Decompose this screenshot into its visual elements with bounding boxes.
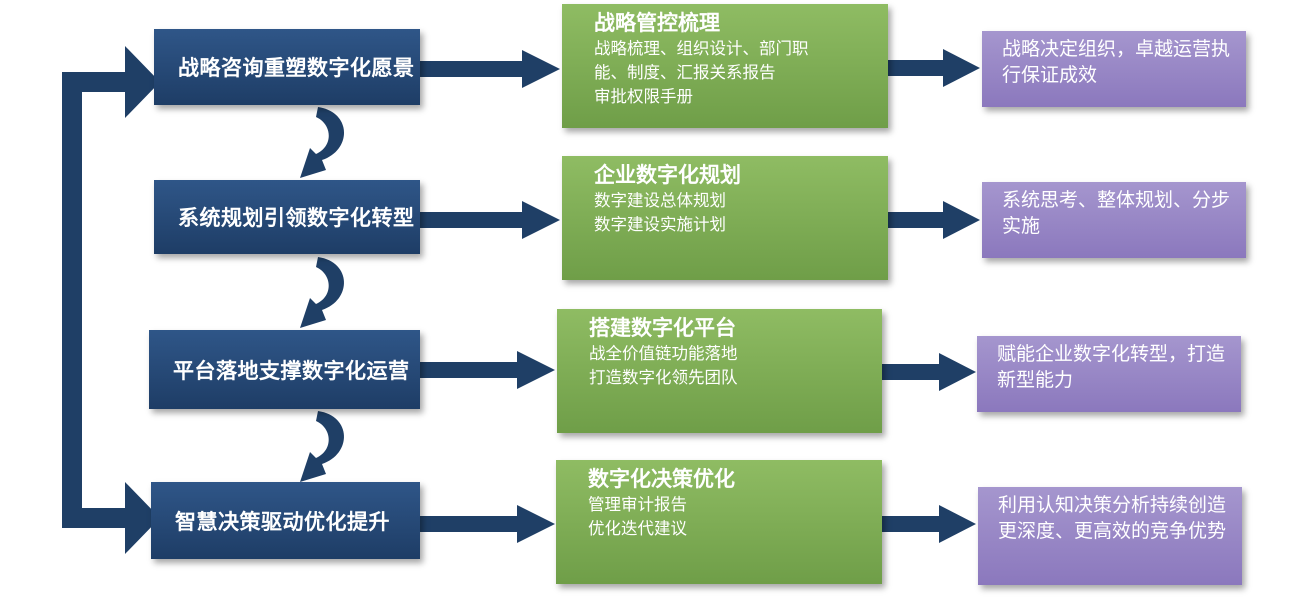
outcome-box-1: 战略决定组织，卓越运营执行保证成效 [982,31,1246,107]
stage-box-4: 智慧决策驱动优化提升 [151,482,420,559]
loop-arrow-into-stage-4 [125,482,160,554]
arrow-detail-3-to-outcome-head [939,353,976,391]
curved-arrow-stage-2-to-3 [300,257,345,328]
detail-line: 战略梳理、组织设计、部门职 [594,39,809,59]
arrow-stage-1-to-detail-shaft [420,61,525,77]
arrow-detail-1-to-outcome-shaft [888,60,946,76]
arrow-detail-2-to-outcome-head [943,201,980,239]
stage-label: 系统规划引领数字化转型 [178,205,415,230]
detail-line: 优化迭代建议 [588,518,687,538]
detail-line: 数字建设总体规划 [594,191,726,211]
outcome-text: 战略决定组织，卓越运营执行保证成效 [1002,38,1231,86]
feedback-loop-bottom-arm [62,508,128,528]
detail-box-3: 搭建数字化平台 战全价值链功能落地 打造数字化领先团队 [557,309,882,433]
detail-line: 战全价值链功能落地 [589,344,738,364]
arrow-stage-3-to-detail-shaft [420,362,520,378]
detail-box-1: 战略管控梳理 战略梳理、组织设计、部门职 能、制度、汇报关系报告 审批权限手册 [562,4,888,128]
detail-line: 管理审计报告 [588,495,687,515]
detail-line: 能、制度、汇报关系报告 [594,62,776,82]
stage-label: 平台落地支撑数字化运营 [173,357,410,383]
detail-line: 数字建设实施计划 [594,214,726,234]
stage-label: 智慧决策驱动优化提升 [175,508,390,534]
stage-box-3: 平台落地支撑数字化运营 [149,330,420,409]
arrow-detail-2-to-outcome-shaft [888,212,946,228]
arrow-detail-3-to-outcome-shaft [882,364,942,380]
arrow-detail-4-to-outcome-head [939,505,976,543]
detail-title: 战略管控梳理 [594,10,720,35]
arrow-stage-3-to-detail-head [517,351,555,389]
arrow-stage-4-to-detail-shaft [420,516,520,532]
arrow-stage-1-to-detail-head [522,50,560,88]
detail-line: 打造数字化领先团队 [589,367,738,387]
feedback-loop-top-arm [62,72,128,92]
detail-title: 企业数字化规划 [594,162,741,187]
stage-label: 战略咨询重塑数字化愿景 [178,55,415,80]
detail-line: 审批权限手册 [594,86,693,106]
outcome-box-4: 利用认知决策分析持续创造更深度、更高效的竞争优势 [978,487,1242,585]
curved-arrow-stage-1-to-2 [300,107,345,178]
outcome-text: 赋能企业数字化转型，打造新型能力 [997,343,1226,391]
outcome-box-3: 赋能企业数字化转型，打造新型能力 [977,336,1241,412]
detail-box-4: 数字化决策优化 管理审计报告 优化迭代建议 [556,460,882,584]
outcome-text: 系统思考、整体规划、分步实施 [1002,189,1231,237]
arrow-stage-4-to-detail-head [517,505,555,543]
arrow-detail-1-to-outcome-head [943,49,980,87]
outcome-box-2: 系统思考、整体规划、分步实施 [982,182,1246,258]
stage-box-2: 系统规划引领数字化转型 [154,180,420,254]
feedback-loop-bar [62,82,82,528]
stage-box-1: 战略咨询重塑数字化愿景 [154,29,420,105]
arrow-detail-4-to-outcome-shaft [882,516,942,532]
arrow-stage-2-to-detail-head [522,201,560,239]
curved-arrow-stage-3-to-4 [300,411,345,482]
detail-title: 搭建数字化平台 [589,315,736,340]
arrow-stage-2-to-detail-shaft [420,212,525,228]
loop-arrow-into-stage-1 [125,46,160,118]
outcome-text: 利用认知决策分析持续创造更深度、更高效的竞争优势 [998,494,1227,542]
detail-title: 数字化决策优化 [588,466,735,491]
detail-box-2: 企业数字化规划 数字建设总体规划 数字建设实施计划 [562,156,888,280]
